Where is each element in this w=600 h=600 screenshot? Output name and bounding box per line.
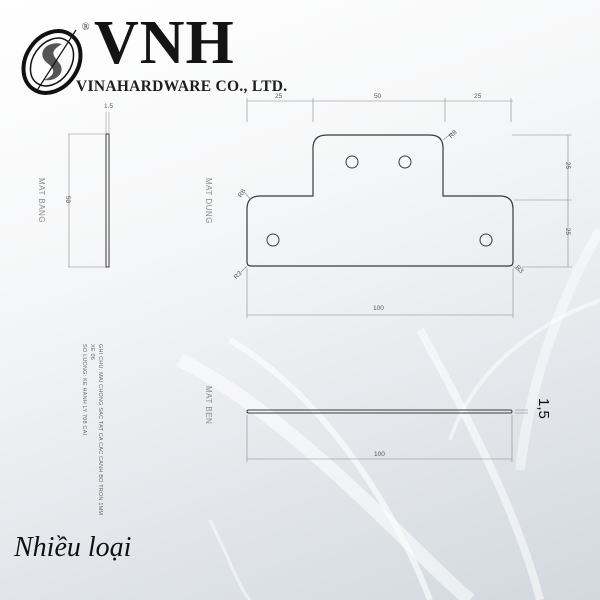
side-view-label: MAT BEN xyxy=(204,386,213,425)
side-thickness-dim: 1,5 xyxy=(535,398,552,419)
top-view xyxy=(68,112,110,268)
front-top-dim-3: 25 xyxy=(474,93,482,100)
caption: Nhiều loại xyxy=(14,532,132,563)
front-top-dim-2: 50 xyxy=(374,93,382,100)
brand-logo: ® VNH VINAHARDWARE CO., LTD. xyxy=(10,8,300,98)
front-view xyxy=(240,98,572,318)
swirl-logo-icon xyxy=(21,29,83,95)
company-name: VINAHARDWARE CO., LTD. xyxy=(76,78,288,95)
top-view-height-dim: 50 xyxy=(64,195,72,204)
front-view-label: MAT DUNG xyxy=(204,178,213,224)
side-view xyxy=(246,409,528,462)
note-quantity: SO LUONG: KE HANH LY 708 CAI xyxy=(81,344,87,436)
front-bottom-dim: 100 xyxy=(373,305,384,312)
side-width-dim: 100 xyxy=(374,451,385,458)
front-top-dim-1: 25 xyxy=(275,93,283,100)
brand-name: VNH xyxy=(94,9,235,77)
registered-mark: ® xyxy=(82,22,90,33)
top-view-thickness-dim: 1.5 xyxy=(104,103,114,110)
front-right-dim-1: 25 xyxy=(564,161,572,170)
top-view-label: MAT BANG xyxy=(37,178,46,224)
note-general: GHI CHU: MAI CHONG SAC TAT CA CAC CANH B… xyxy=(97,344,103,516)
note-xe: XE 06 xyxy=(89,344,95,360)
front-right-dim-2: 25 xyxy=(564,227,572,236)
